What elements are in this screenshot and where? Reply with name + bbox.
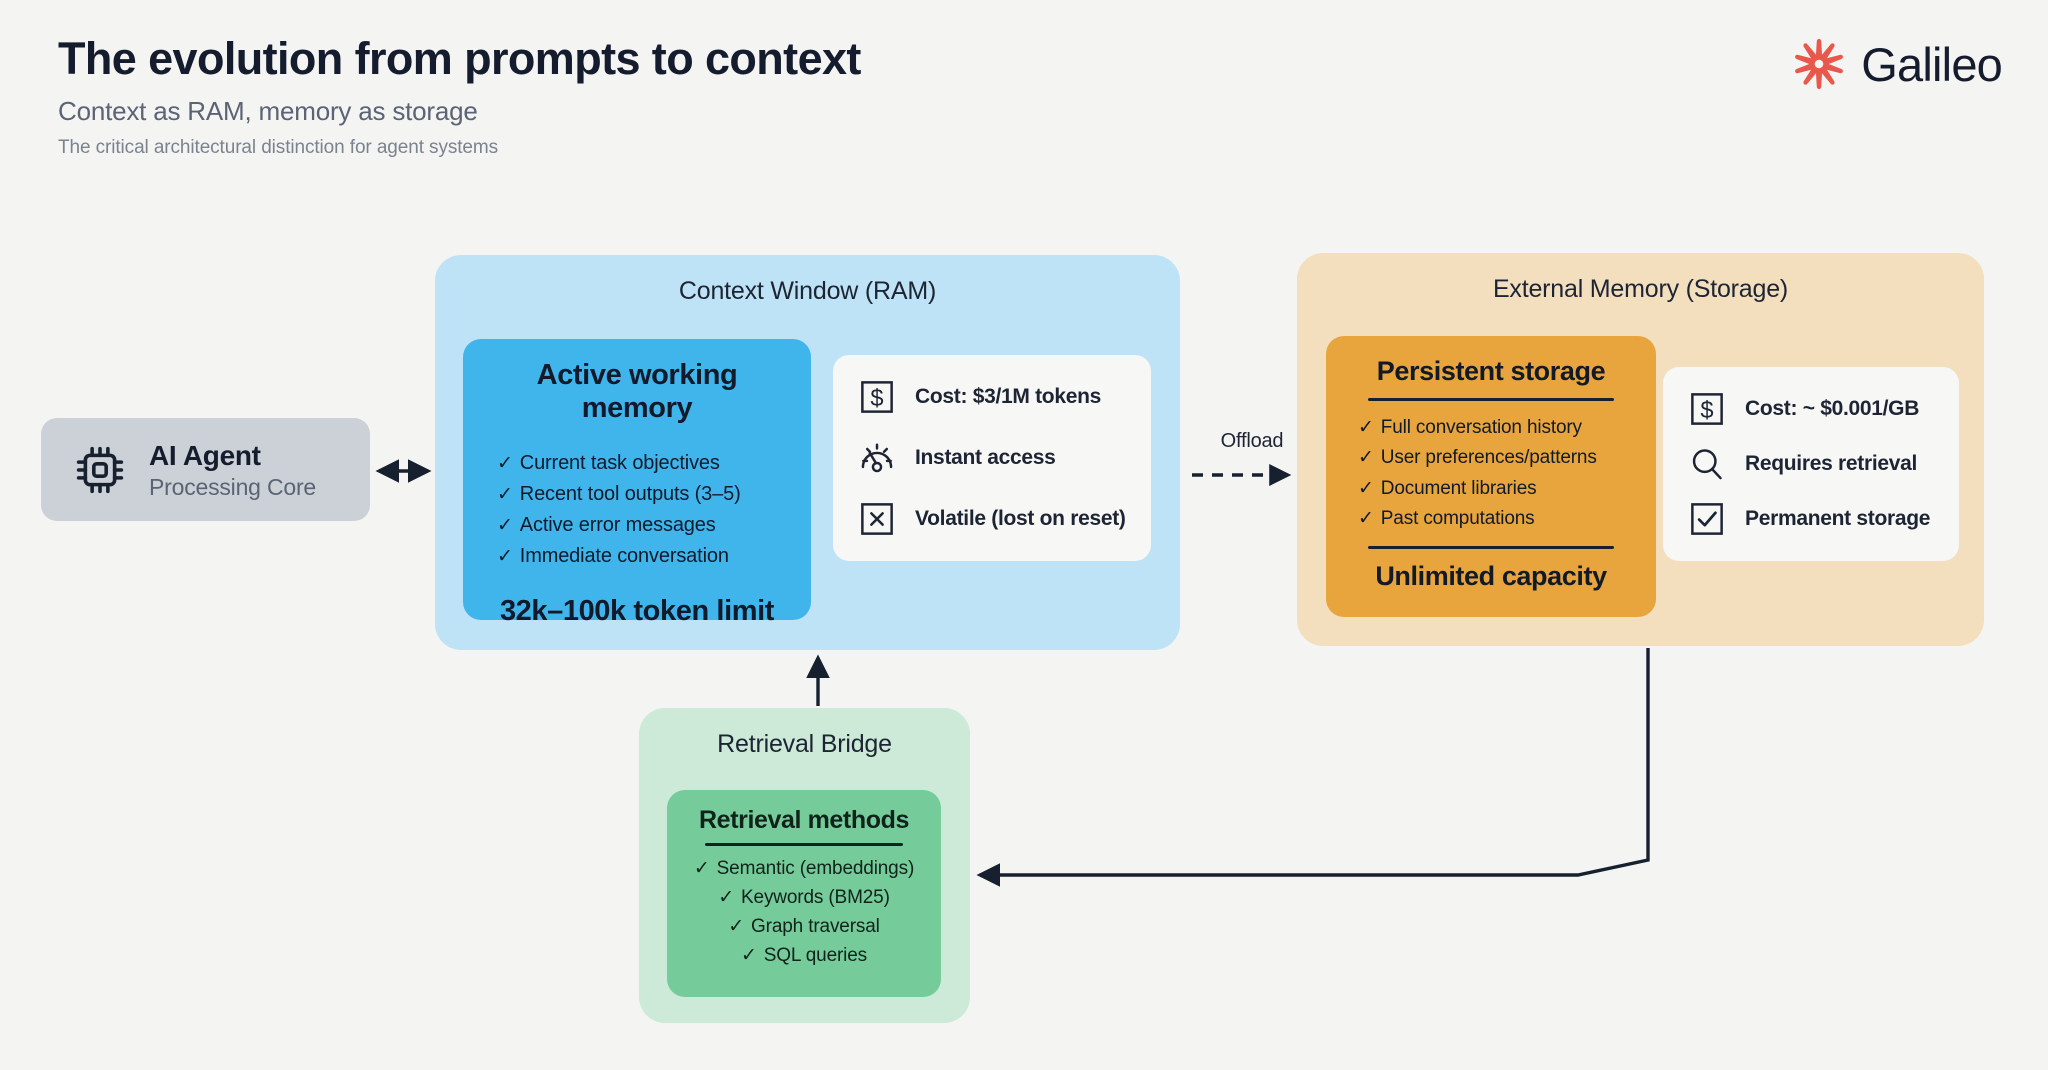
list-item-label: User preferences/patterns bbox=[1380, 447, 1597, 469]
list-item-label: Graph traversal bbox=[751, 915, 880, 937]
persistent-storage-card: Persistent storage ✓ Full conversation hi… bbox=[1326, 336, 1656, 617]
brand-logo: Galileo bbox=[1793, 37, 2003, 91]
check-icon: ✓ bbox=[740, 944, 757, 966]
list-item: ✓ SQL queries bbox=[681, 942, 927, 971]
gauge-icon bbox=[861, 443, 893, 473]
agent-name: AI Agent bbox=[149, 439, 261, 471]
offload-label: Offload bbox=[1220, 430, 1284, 452]
retrieval-bridge-title: Retrieval Bridge bbox=[717, 730, 892, 758]
list-item: ✓ Keywords (BM25) bbox=[681, 884, 927, 913]
header-block: The evolution from prompts to context Co… bbox=[58, 34, 861, 159]
check-icon: ✓ bbox=[728, 915, 745, 937]
list-item-label: Active error messages bbox=[519, 513, 716, 536]
list-item: ✓ Graph traversal bbox=[681, 913, 927, 942]
check-icon: ✓ bbox=[497, 545, 513, 567]
list-item: ✓ Immediate conversation bbox=[497, 541, 789, 572]
check-icon: ✓ bbox=[693, 858, 710, 879]
storage-checklist: ✓ Full conversation history ✓ User prefere… bbox=[1348, 413, 1634, 535]
ram-card-heading: Active working memory bbox=[536, 359, 738, 424]
store-card-heading: Persistent storage bbox=[1376, 356, 1606, 386]
x-square-icon bbox=[861, 503, 893, 535]
feature-row-permanent: Permanent storage bbox=[1689, 501, 1933, 537]
check-square-icon bbox=[1691, 503, 1723, 535]
dollar-square-icon: $ bbox=[1691, 393, 1723, 425]
galileo-starburst-icon bbox=[1795, 38, 1844, 90]
dollar-square-icon: $ bbox=[861, 381, 893, 413]
context-window-panel[interactable]: Context Window (RAM) Active working memo… bbox=[435, 255, 1180, 650]
feature-row-cost: $ Cost: ~ $0.001/GB bbox=[1689, 391, 1933, 427]
external-memory-panel[interactable]: External Memory (Storage) Persistent sto… bbox=[1297, 253, 1984, 646]
list-item-label: Full conversation history bbox=[1380, 417, 1582, 438]
list-item-label: SQL queries bbox=[763, 944, 868, 966]
list-item: ✓ Active error messages bbox=[497, 510, 789, 541]
list-item-label: Document libraries bbox=[1380, 477, 1537, 499]
list-item: ✓ Recent tool outputs (3–5) bbox=[497, 479, 789, 510]
retrieval-bridge-panel[interactable]: Retrieval Bridge Retrieval methods ✓ Sema… bbox=[639, 708, 970, 1023]
external-memory-title: External Memory (Storage) bbox=[1492, 275, 1789, 303]
list-item: ✓ Past computations bbox=[1358, 504, 1634, 534]
divider-bottom bbox=[1368, 545, 1614, 549]
list-item-label: Keywords (BM25) bbox=[741, 886, 890, 908]
feature-row-volatile: Volatile (lost on reset) bbox=[859, 501, 1126, 537]
list-item: ✓ User preferences/patterns bbox=[1358, 443, 1634, 473]
feature-row-cost: $ Cost: $3/1M tokens bbox=[859, 379, 1125, 415]
list-item: ✓ Full conversation history bbox=[1358, 413, 1634, 443]
check-icon: ✓ bbox=[497, 483, 513, 505]
retrieval-methods-card: Retrieval methods ✓ Semantic (embeddings)… bbox=[667, 790, 941, 997]
context-window-title: Context Window (RAM) bbox=[678, 277, 937, 305]
list-item-label: Past computations bbox=[1380, 508, 1535, 530]
methods-card-heading: Retrieval methods bbox=[699, 806, 909, 834]
list-item-label: Current task objectives bbox=[519, 452, 720, 474]
page-tagline: The critical architectural distinction f… bbox=[58, 136, 499, 158]
check-icon: ✓ bbox=[497, 453, 513, 474]
svg-text:$: $ bbox=[870, 386, 883, 412]
ai-agent-box[interactable]: AI Agent Processing Core bbox=[41, 418, 370, 521]
page-subtitle: Context as RAM, memory as storage bbox=[58, 95, 478, 126]
agent-text-block: AI Agent Processing Core bbox=[149, 438, 316, 502]
feature-label: Cost: ~ $0.001/GB bbox=[1745, 397, 1920, 420]
feature-label: Permanent storage bbox=[1745, 507, 1931, 530]
active-working-memory-card: Active working memory ✓ Current task obje… bbox=[463, 339, 811, 627]
methods-checklist: ✓Semantic (embeddings) ✓Keywords (BM25) … bbox=[681, 855, 927, 971]
list-item: ✓ Current task objectives bbox=[497, 448, 789, 479]
list-item: ✓ Semantic (embeddings) bbox=[681, 855, 927, 884]
list-item-label: Recent tool outputs (3–5) bbox=[519, 482, 741, 505]
list-item: ✓ Document libraries bbox=[1358, 474, 1634, 504]
brand-name: Galileo bbox=[1861, 37, 2003, 91]
capacity-label: Unlimited capacity bbox=[1375, 560, 1607, 591]
list-item-label: Semantic (embeddings) bbox=[716, 858, 915, 879]
check-icon: ✓ bbox=[1358, 447, 1374, 469]
check-icon: ✓ bbox=[1358, 477, 1374, 499]
feature-label: Instant access bbox=[915, 446, 1056, 469]
page-title: The evolution from prompts to context bbox=[58, 33, 861, 84]
memory-features-card: $ Cost: ~ $0.001/GB Requires retrieval bbox=[1663, 367, 1959, 561]
check-icon: ✓ bbox=[718, 886, 735, 908]
svg-text:$: $ bbox=[1700, 398, 1713, 424]
memory-to-retrieval-connector bbox=[976, 648, 1650, 887]
divider-top bbox=[705, 843, 903, 846]
feature-label: Cost: $3/1M tokens bbox=[915, 385, 1101, 408]
feature-label: Requires retrieval bbox=[1745, 452, 1918, 475]
context-features-card: $ Cost: $3/1M tokens Instant access bbox=[833, 355, 1151, 561]
magnifier-icon bbox=[1692, 449, 1722, 480]
ram-checklist: ✓ Current task objectives ✓ Recent tool ou… bbox=[485, 448, 789, 572]
feature-label: Volatile (lost on reset) bbox=[915, 507, 1126, 530]
cpu-chip-icon bbox=[76, 446, 124, 493]
token-limit-label: 32k–100k token limit bbox=[499, 594, 775, 627]
check-icon: ✓ bbox=[1358, 508, 1374, 530]
check-icon: ✓ bbox=[497, 514, 513, 536]
agent-role: Processing Core bbox=[149, 473, 317, 500]
check-icon: ✓ bbox=[1358, 417, 1374, 438]
feature-row-retrieval: Requires retrieval bbox=[1689, 446, 1933, 482]
list-item-label: Immediate conversation bbox=[519, 544, 729, 567]
divider-top bbox=[1368, 398, 1614, 401]
feature-row-access: Instant access bbox=[859, 440, 1125, 476]
